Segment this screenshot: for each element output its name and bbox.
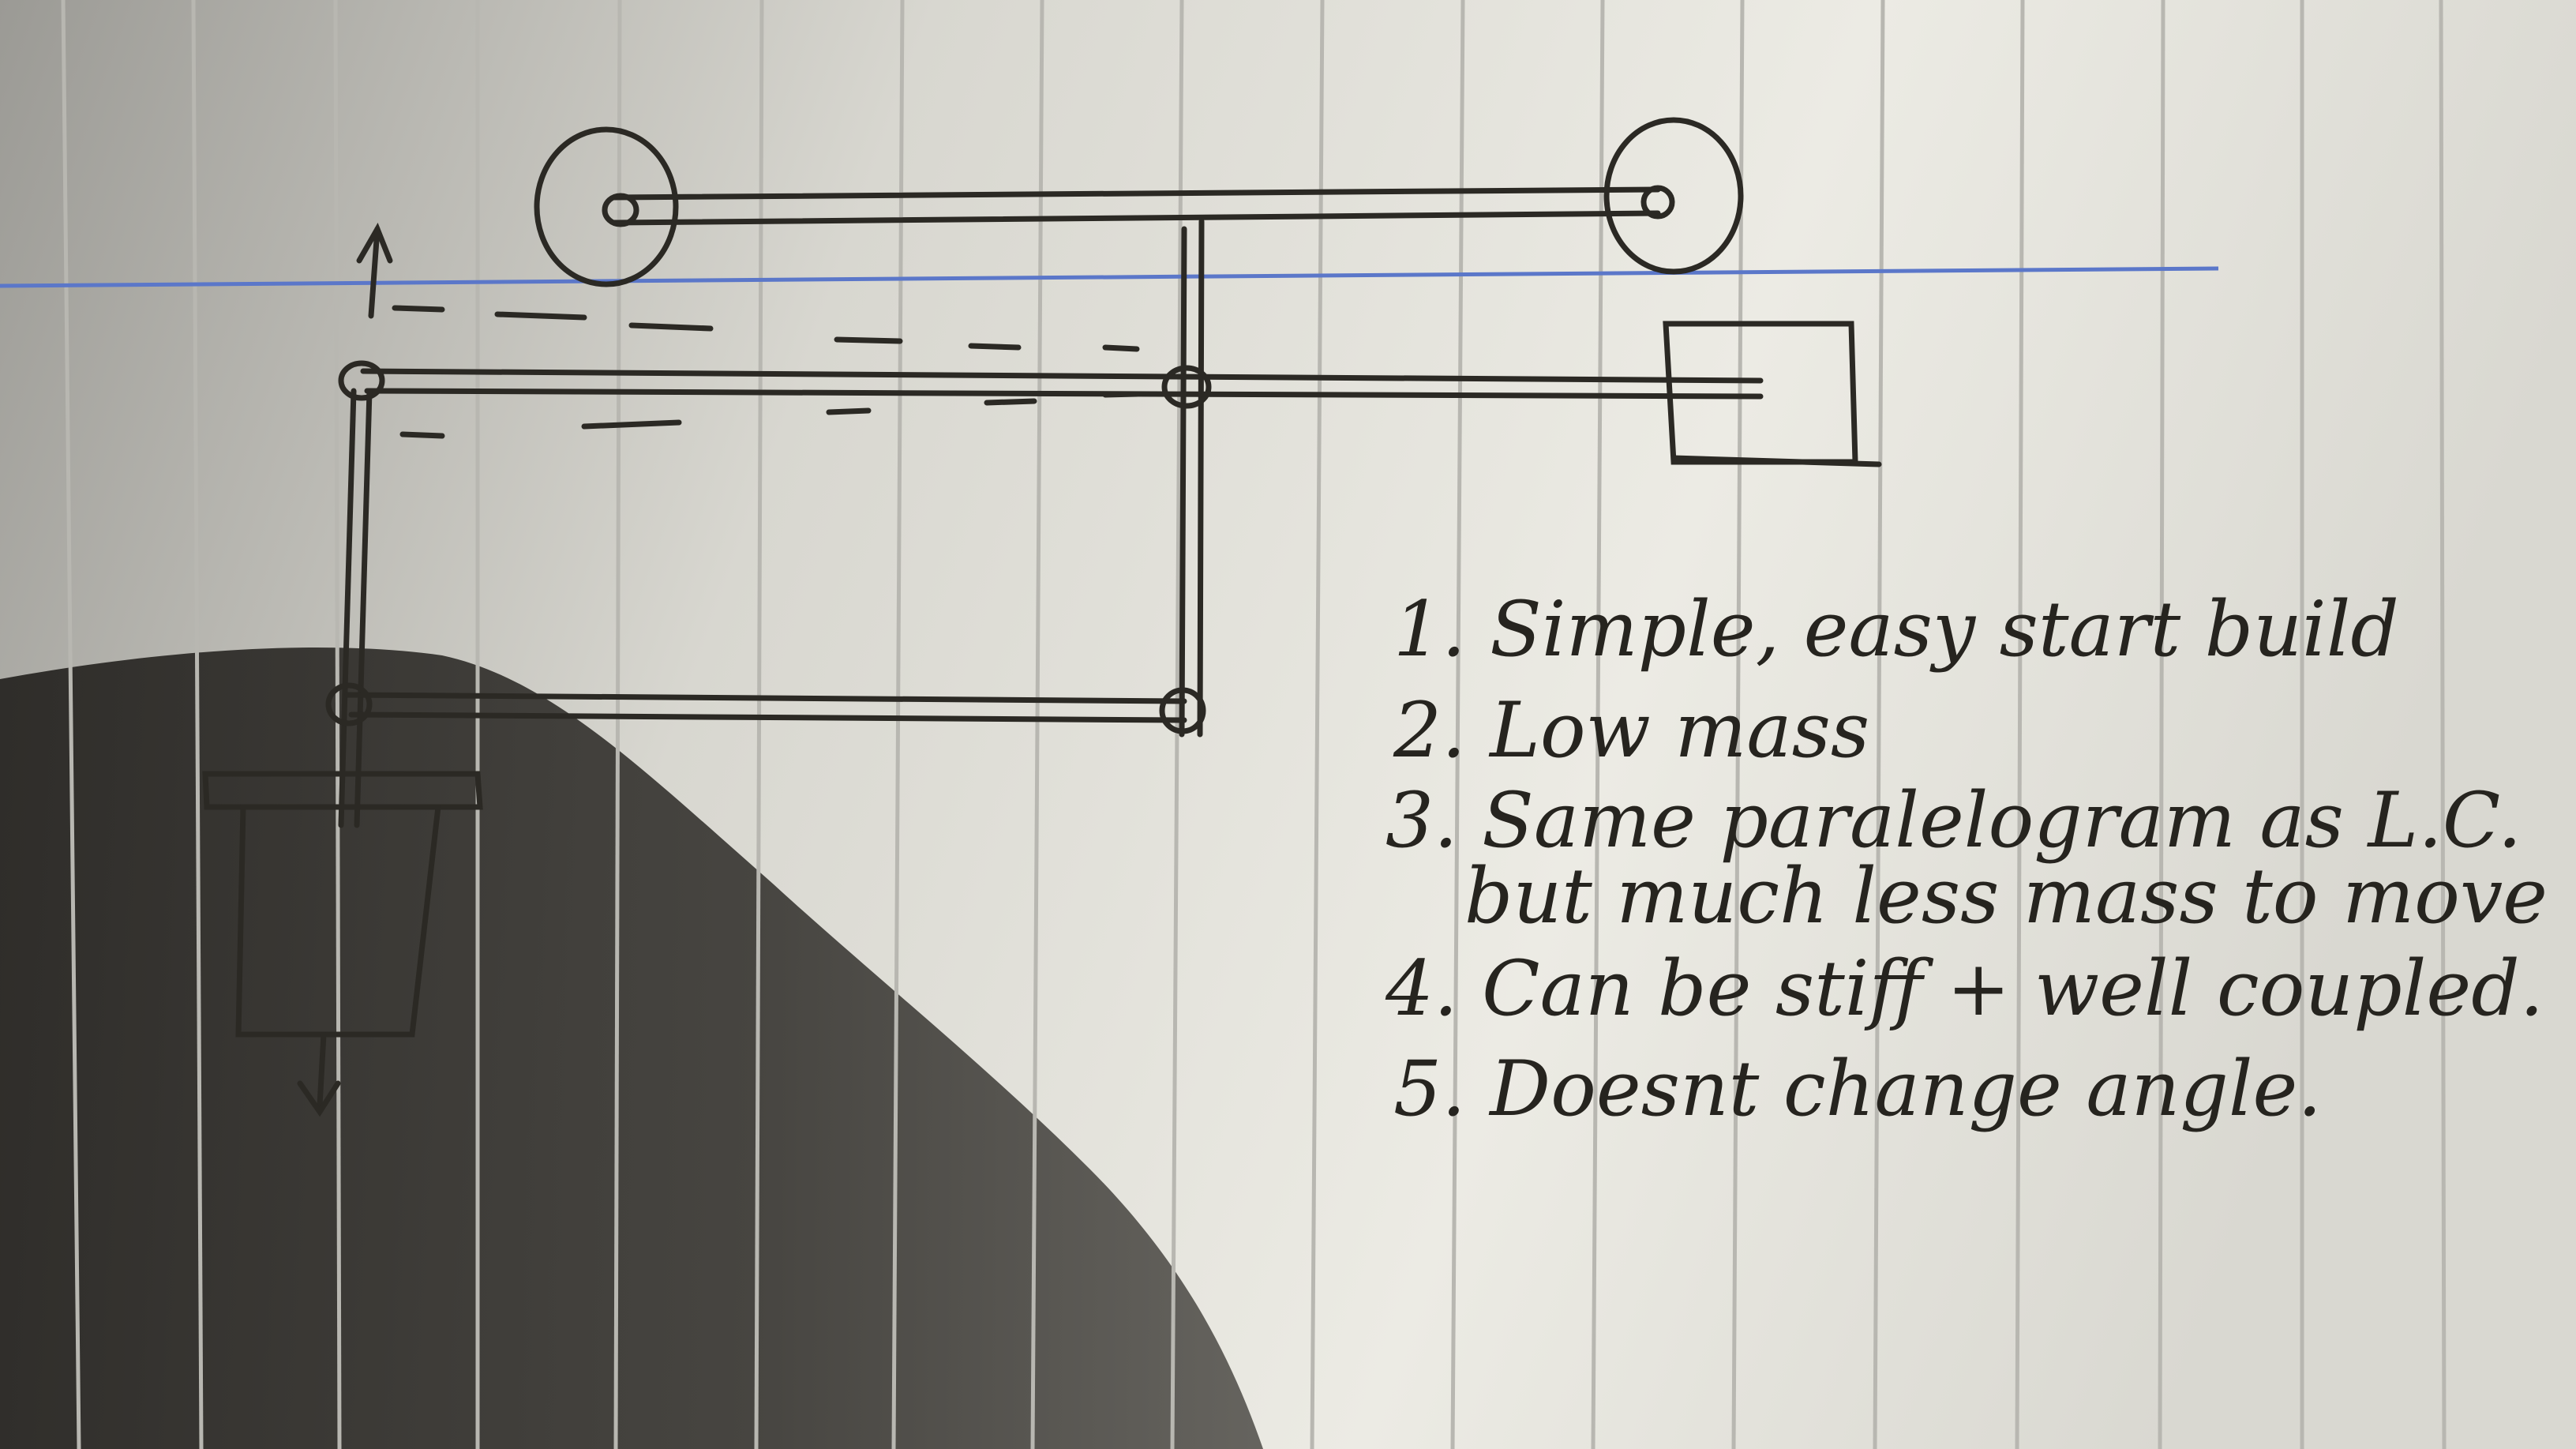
ruled-lines <box>61 0 2447 1449</box>
dashed-path-lower <box>399 391 1140 439</box>
dashed-path-top <box>392 305 1140 352</box>
right-wheel <box>1603 117 1744 275</box>
note-2: 2. Low mass <box>1393 686 1869 775</box>
margin-line <box>0 266 2219 288</box>
mechanism-sketch <box>202 117 1882 1117</box>
note-1: 1. Simple, easy start build <box>1393 585 2399 674</box>
note-5: 5. Doesnt change angle. <box>1393 1045 2322 1133</box>
left-wheel <box>534 126 679 287</box>
notes-list: 1. Simple, easy start build 2. Low mass … <box>1385 585 2548 1133</box>
note-3: 3. Same paralelogram as L.C. <box>1385 776 2522 865</box>
note-4: 4. Can be stiff + well coupled. <box>1385 944 2544 1033</box>
hand-shadow <box>0 648 1263 1449</box>
note-3-continued: but much less mass to move <box>1464 852 2548 940</box>
